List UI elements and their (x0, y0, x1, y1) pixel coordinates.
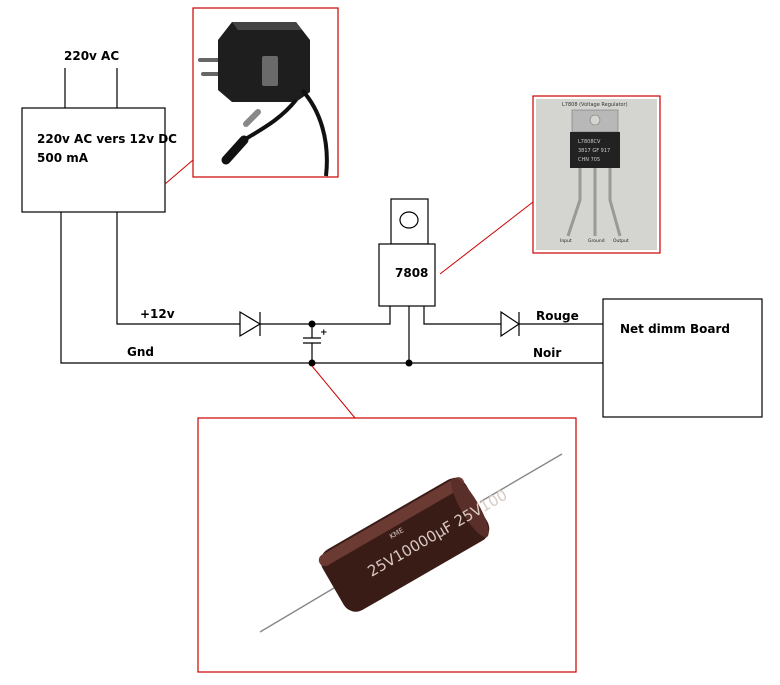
psu-label-line1: 220v AC vers 12v DC (37, 132, 177, 146)
regulator-body (378, 243, 436, 307)
reg-input-wire (260, 306, 391, 325)
noir-label: Noir (533, 346, 561, 360)
leader-adapter (164, 159, 194, 185)
net-dimm-board-box (602, 298, 763, 418)
gnd-wire (60, 212, 603, 364)
regulator-tab-hole (399, 211, 419, 229)
psu-label-line2: 500 mA (37, 151, 89, 165)
junction-cap-gnd (308, 359, 316, 367)
ac-input-label: 220v AC (64, 49, 119, 63)
regulator-photo-caption: L7808 (Voltage Regulator) (562, 102, 628, 108)
regulator-marking-1: L7808CV (578, 139, 601, 145)
rouge-label: Rouge (536, 309, 579, 323)
reg-pin-output: Output (613, 238, 629, 244)
board-label: Net dimm Board (620, 322, 730, 336)
regulator-marking-3: CHN 705 (578, 157, 600, 163)
leader-capacitor (311, 365, 356, 419)
reg-pin-input: Input (560, 238, 572, 244)
power-supply-box (21, 107, 166, 213)
plus12v-wire (116, 212, 240, 325)
capacitor-photo: 25V10000μF 25V100 KME (197, 417, 577, 673)
regulator-photo: L7808 (Voltage Regulator) L7808CV 3817 G… (532, 95, 661, 254)
reg-pin-ground: Ground (588, 238, 605, 244)
diode-input (239, 310, 262, 338)
diode-output (500, 310, 521, 338)
plus12v-label: +12v (140, 307, 175, 321)
regulator-marking-2: 3817 GF 917 (578, 148, 610, 154)
regulator-label: 7808 (395, 266, 428, 280)
cap-polarity-mark: + (320, 328, 328, 338)
leader-regulator (439, 201, 534, 275)
gnd-label: Gnd (127, 345, 154, 359)
reg-output-wire (423, 306, 501, 325)
adapter-photo (192, 7, 339, 178)
